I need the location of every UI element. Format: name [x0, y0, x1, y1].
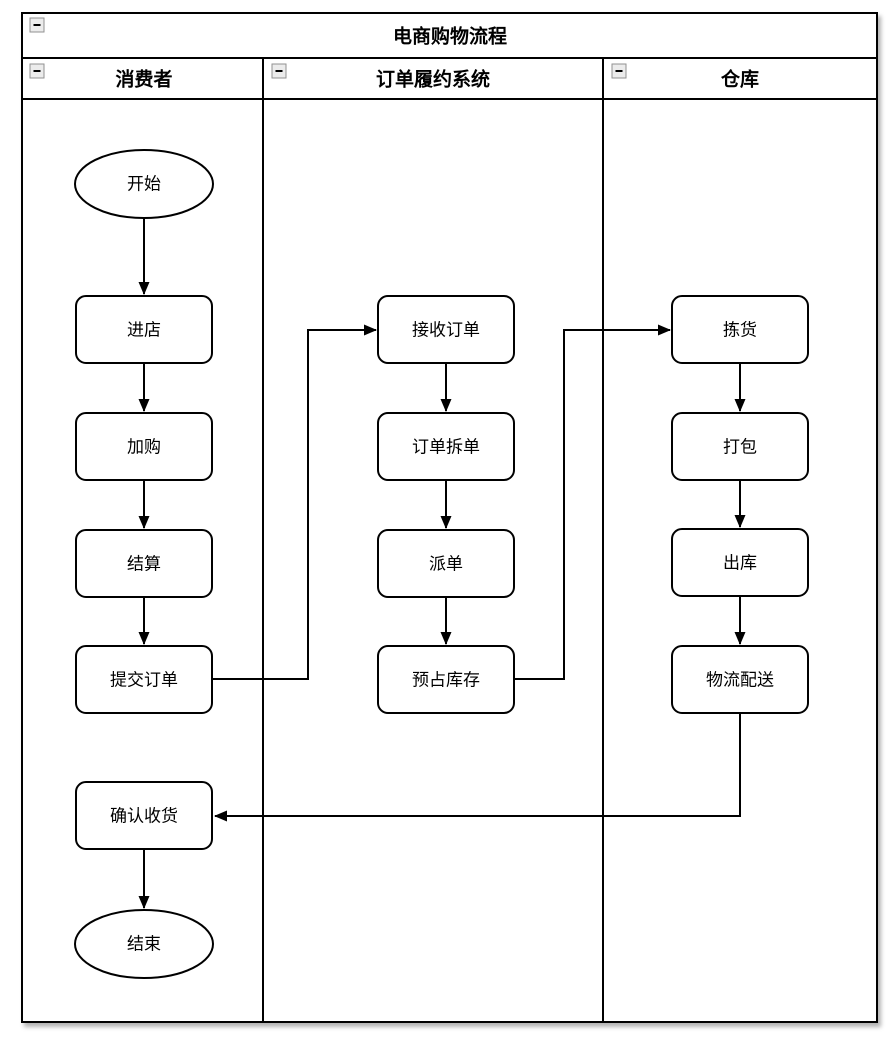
node-label: 订单拆单: [412, 438, 480, 457]
lane-header-fulfillment-system[interactable]: 订单履约系统: [271, 63, 490, 91]
node-add-to-cart[interactable]: 加购: [75, 412, 213, 481]
node-submit-order[interactable]: 提交订单: [75, 645, 213, 714]
node-label: 打包: [723, 438, 757, 457]
node-shape-rounded-rect: [671, 295, 809, 364]
node-label: 物流配送: [706, 671, 774, 690]
node-shape-rounded-rect: [75, 529, 213, 598]
node-outbound[interactable]: 出库: [671, 528, 809, 597]
node-shape-rounded-rect: [377, 295, 515, 364]
node-label: 进店: [127, 321, 161, 340]
node-shape-rounded-rect: [75, 645, 213, 714]
node-checkout[interactable]: 结算: [75, 529, 213, 598]
node-label: 结算: [127, 555, 161, 574]
flow-submit-order-to-receive-order: [212, 324, 377, 680]
node-shape-rounded-rect: [671, 412, 809, 481]
node-dispatch-order[interactable]: 派单: [377, 529, 515, 598]
node-receive-order[interactable]: 接收订单: [377, 295, 515, 364]
node-pick-goods[interactable]: 拣货: [671, 295, 809, 364]
node-label: 派单: [429, 555, 463, 574]
lane-collapse-button[interactable]: [29, 63, 45, 79]
lane-collapse-button[interactable]: [611, 63, 627, 79]
node-shape-rounded-rect: [377, 412, 515, 481]
node-enter-store[interactable]: 进店: [75, 295, 213, 364]
pool-title-bar: 电商购物流程: [29, 17, 507, 48]
node-shape-rounded-rect: [671, 645, 809, 714]
node-label: 拣货: [723, 321, 757, 340]
pool-collapse-button[interactable]: [29, 17, 45, 33]
connectors: [138, 218, 746, 909]
pool-title: 电商购物流程: [393, 25, 507, 48]
node-label: 提交订单: [110, 671, 178, 690]
lane-collapse-button[interactable]: [271, 63, 287, 79]
lane-label: 订单履约系统: [376, 68, 490, 91]
node-label: 接收订单: [412, 321, 480, 340]
node-confirm-receipt[interactable]: 确认收货: [75, 781, 213, 850]
node-label: 出库: [723, 554, 757, 573]
node-shape-rounded-rect: [75, 295, 213, 364]
node-start[interactable]: 开始: [74, 149, 214, 219]
node-label: 加购: [127, 438, 161, 457]
node-end[interactable]: 结束: [74, 909, 214, 979]
flow-logistics-delivery-to-confirm-receipt: [214, 713, 741, 822]
flow-reserve-stock-to-pick-goods: [514, 324, 671, 680]
node-shape-rounded-rect: [75, 412, 213, 481]
lane-label: 消费者: [115, 68, 172, 91]
lane-header-warehouse[interactable]: 仓库: [611, 63, 759, 91]
lane-label: 仓库: [720, 68, 759, 91]
node-logistics-delivery[interactable]: 物流配送: [671, 645, 809, 714]
node-shape-rounded-rect: [671, 528, 809, 597]
lane-header-consumer[interactable]: 消费者: [29, 63, 173, 91]
node-pack-goods[interactable]: 打包: [671, 412, 809, 481]
node-shape-rounded-rect: [377, 645, 515, 714]
node-shape-rounded-rect: [377, 529, 515, 598]
node-shape-ellipse: [74, 909, 214, 979]
node-shape-rounded-rect: [75, 781, 213, 850]
node-shape-ellipse: [74, 149, 214, 219]
node-reserve-stock[interactable]: 预占库存: [377, 645, 515, 714]
node-label: 结束: [127, 935, 161, 954]
node-label: 确认收货: [110, 807, 178, 826]
node-label: 预占库存: [412, 671, 480, 690]
node-split-order[interactable]: 订单拆单: [377, 412, 515, 481]
node-label: 开始: [127, 175, 161, 194]
